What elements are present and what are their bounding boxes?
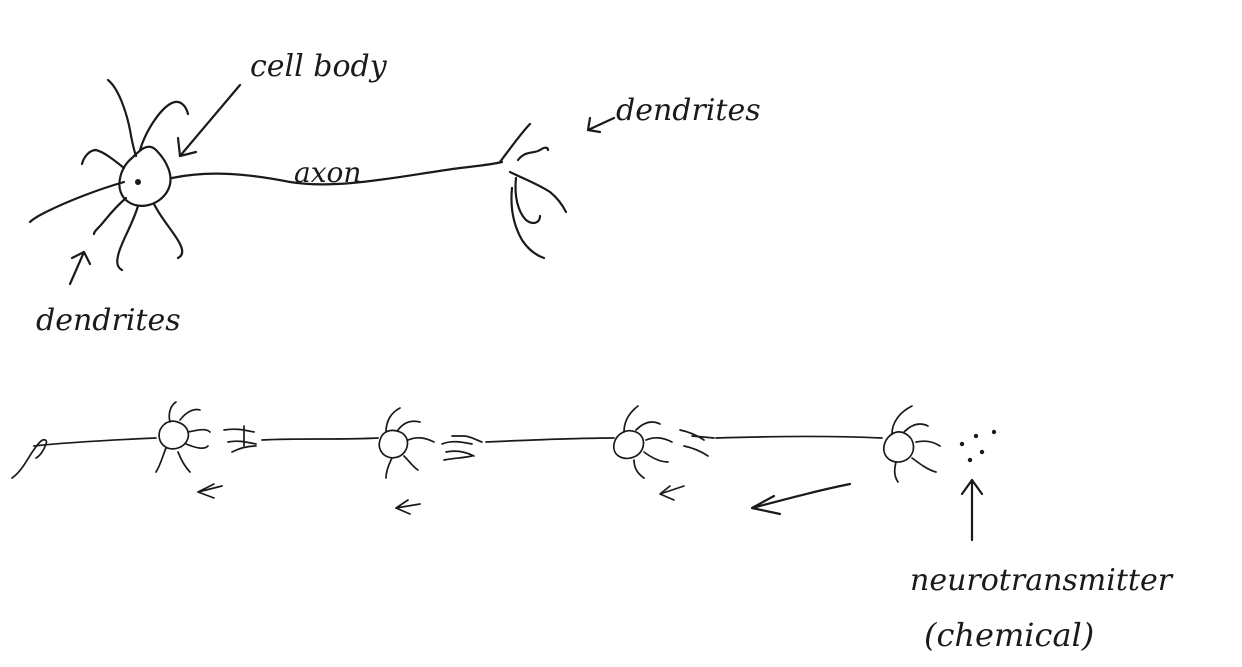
terminal-branch [498,122,532,164]
chain-terminal [11,438,48,479]
terminal-branch [514,176,542,225]
dendrite [116,204,140,272]
chain-axon [33,437,157,447]
dendrite [138,100,190,152]
terminal-branch [516,146,550,162]
neuron-diagram: cell body dendrites axon dendrites [28,49,761,338]
neurotransmitter-label: neurotransmitter [910,563,1174,598]
neurotransmitter-arrow [960,478,984,542]
nucleus-dot [135,179,141,185]
axon-line [170,160,504,186]
cell-body-label: cell body [250,49,388,84]
chain-neuron [613,405,715,479]
chain-neuron [378,407,483,479]
chain-axon [261,437,379,441]
terminal-branch [508,170,568,214]
chain-neuron [155,401,257,473]
cell-body-arrow [176,83,242,158]
signal-arrow [750,482,852,516]
signal-arrow [659,485,685,501]
chain-neuron [883,405,997,483]
dendrite [80,148,126,170]
chain-axon [715,435,883,439]
dendrites-right-arrow [586,116,616,134]
cell-body-shape [118,145,172,207]
dendrites-left-label: dendrites [36,303,181,338]
dendrite [152,202,184,260]
chain-axon [485,437,615,443]
dendrite [106,78,138,158]
dendrites-left-arrow [68,250,92,286]
dendrite [92,196,128,236]
signal-arrow [395,499,421,515]
dendrite [28,180,126,224]
neuron-chain: neurotransmitter (chemical) [11,401,1174,654]
dendrites-right-label: dendrites [616,93,761,128]
axon-label: axon [294,156,361,189]
signal-arrow [197,483,223,499]
chemical-label: (chemical) [924,616,1094,654]
terminal-branch [510,186,546,260]
